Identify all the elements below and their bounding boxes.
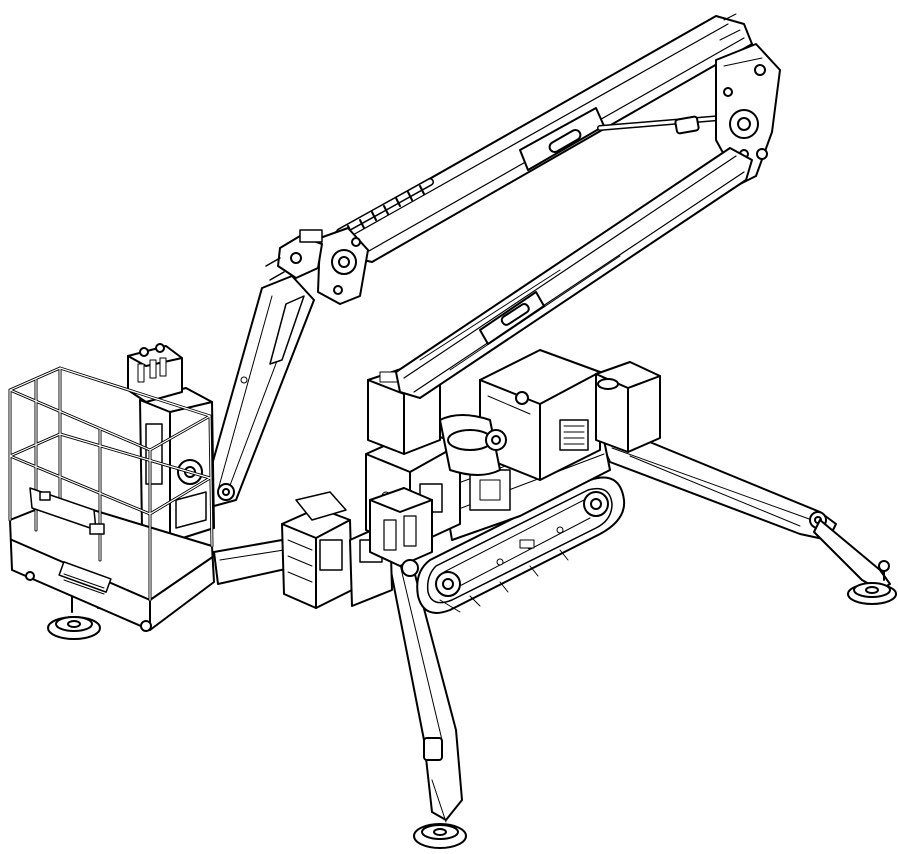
engine-housing (479, 349, 601, 481)
main-boom-upper (335, 13, 753, 263)
outrigger-rear-right (599, 437, 897, 605)
jib-knuckle (265, 227, 369, 305)
outrigger-front-right (387, 547, 467, 849)
platform-rotator (139, 387, 215, 543)
main-boom-lower (395, 147, 753, 399)
battery-box (595, 361, 661, 453)
platform-control-panel (127, 343, 183, 403)
platform-basket (8, 366, 215, 632)
track-undercarriage (416, 476, 626, 614)
jib-arm (205, 275, 315, 507)
front-hydraulic-block (369, 487, 433, 577)
